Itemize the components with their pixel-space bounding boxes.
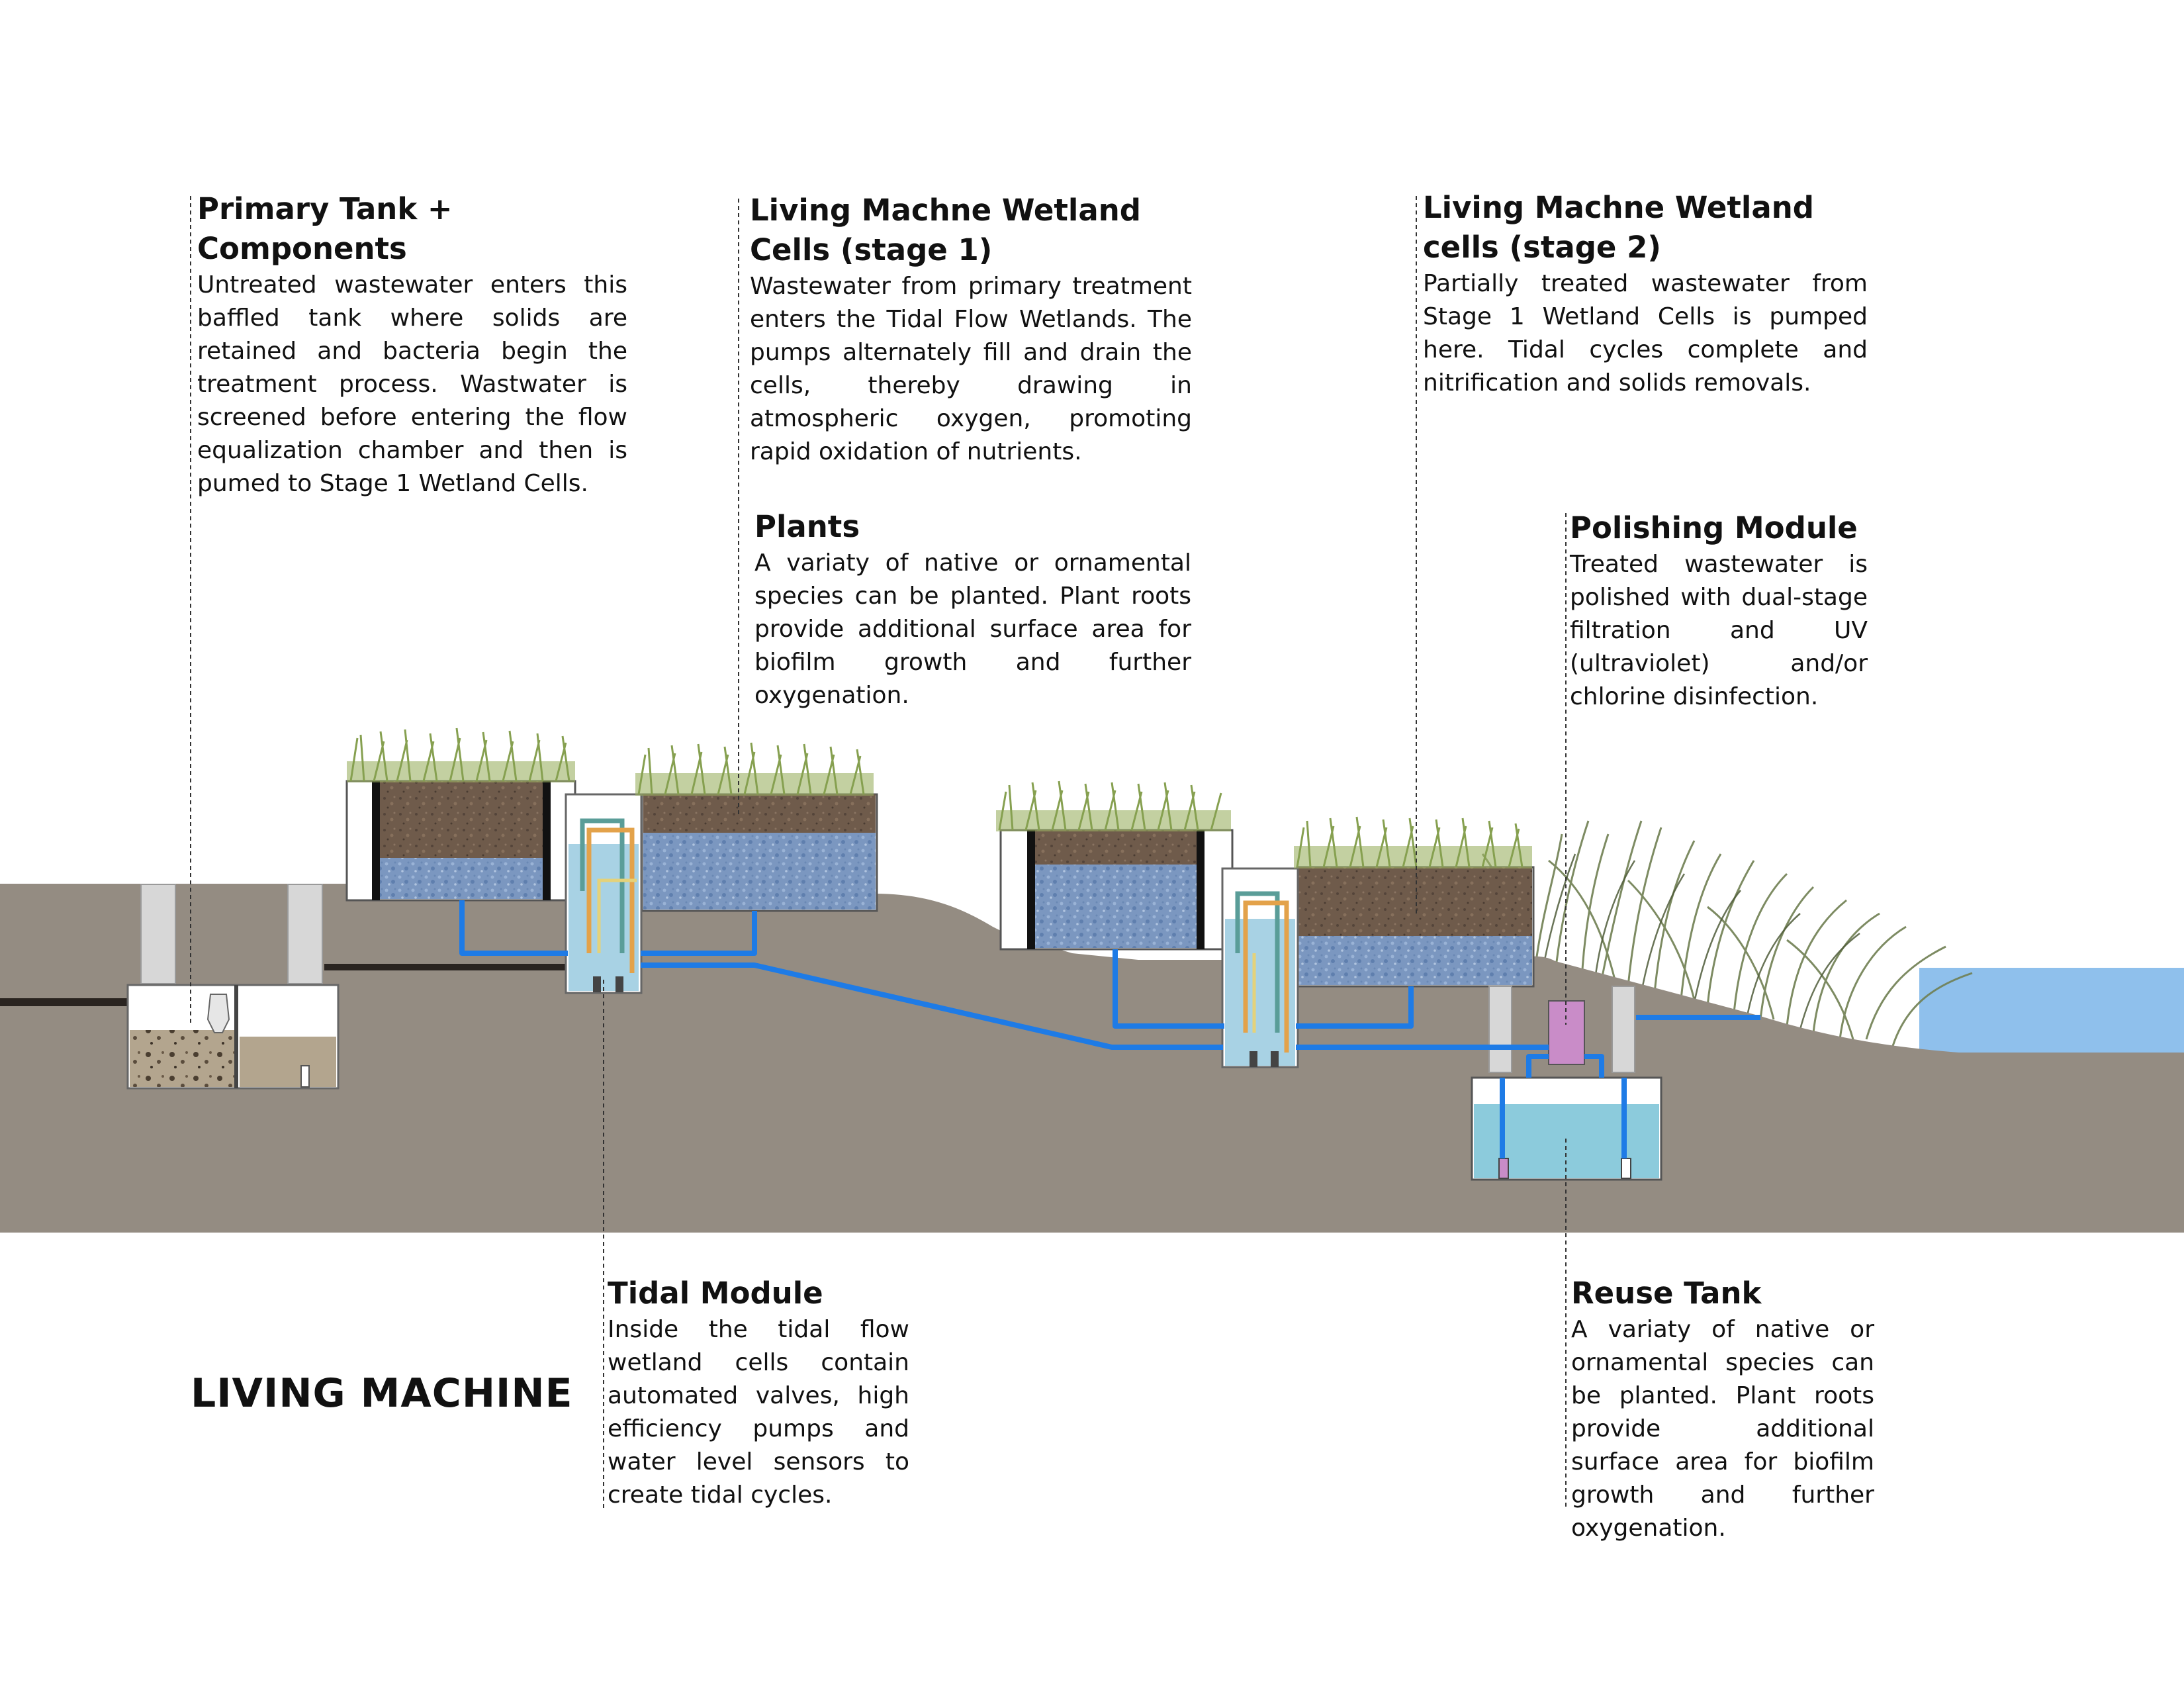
wetland-cell-2b [1296,866,1535,988]
callout-plants: Plants A variaty of native or ornamental… [754,507,1191,712]
callout-body: Untreated wastewater enters this baffled… [197,271,627,497]
callout-body: A variaty of native or ornamental specie… [754,549,1191,709]
grass-cell-2b [1294,816,1532,868]
wetland-cell-2a [999,829,1234,951]
callout-heading: Polishing Module [1570,510,1858,545]
transfer-pipe [324,964,569,970]
tidal-module-2 [1221,867,1299,1068]
marsh-reeds [1481,820,1973,1047]
leader-lines [190,196,1567,1509]
callout-primary-tank: Primary Tank + Components Untreated wast… [197,189,627,500]
callout-heading: Living Machne Wetland cells (stage 2) [1423,190,1814,265]
grass-cell-1b [635,742,874,796]
callout-tidal-module: Tidal Module Inside the tidal flow wetla… [608,1274,909,1512]
callout-body: Wastewater from primary treatment enters… [750,273,1192,465]
pipe-network [459,900,1760,1158]
callout-body: Partially treated wastewater from Stage … [1423,270,1868,397]
callout-heading: Tidal Module [608,1276,823,1311]
marsh-reeds-dark [1541,853,1860,1030]
callout-heading: Plants [754,509,860,544]
callout-body: A variaty of native or ornamental specie… [1571,1316,1874,1542]
callout-heading: Primary Tank + Components [197,191,453,266]
grass-cell-1a [347,727,575,782]
callout-wetland-stage2: Living Machne Wetland cells (stage 2) Pa… [1423,188,1868,400]
diagram-title: LIVING MACHINE [191,1370,573,1417]
grass-cell-2a [996,780,1231,831]
tidal-module-1 [565,793,643,994]
wetland-cell-1b [641,793,878,912]
primary-tank [126,884,340,1090]
callout-reuse-tank: Reuse Tank A variaty of native or orname… [1571,1274,1874,1545]
callout-heading: Living Machne Wetland Cells (stage 1) [750,193,1141,267]
callout-body: Inside the tidal flow wetland cells cont… [608,1316,909,1509]
inlet-pipe [0,998,129,1006]
callout-body: Treated wastewater is polished with dual… [1570,551,1868,710]
wetland-cell-1a [345,780,576,902]
callout-wetland-stage1: Living Machne Wetland Cells (stage 1) Wa… [750,191,1192,469]
callout-polishing: Polishing Module Treated wastewater is p… [1570,508,1868,714]
lake [1919,968,2184,1053]
callout-heading: Reuse Tank [1571,1276,1762,1311]
